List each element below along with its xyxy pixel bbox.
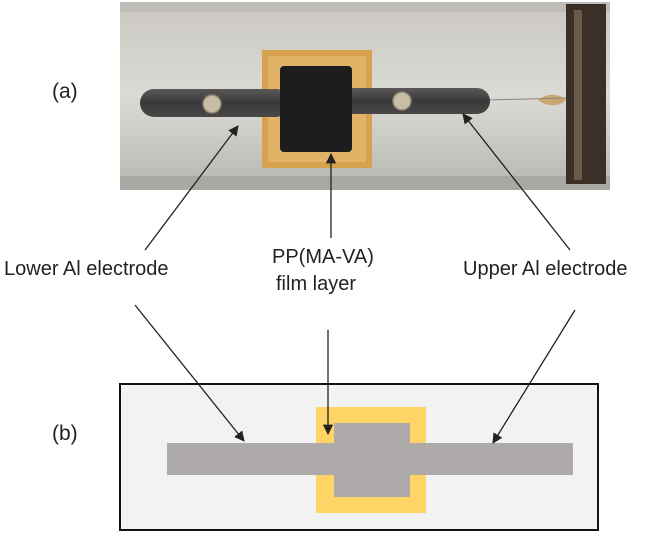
lower-electrode-label: Lower Al electrode [4, 258, 169, 280]
photo-glass-bottom-edge [120, 176, 610, 190]
photo-glue-dot-left [202, 94, 222, 114]
photo-glass-top-edge [120, 2, 610, 12]
upper-electrode-label: Upper Al electrode [463, 258, 628, 280]
photo-upper-strip [340, 88, 490, 114]
photo-glue-dot-right [392, 91, 412, 111]
photo-right-tab [566, 4, 606, 184]
arrow-upper-electrode-b [492, 309, 576, 444]
schematic-panel [119, 383, 599, 531]
photo-wire [485, 97, 567, 101]
film-layer-label-line1: PP(MA-VA) [272, 246, 374, 268]
arrow-lower-electrode-a [144, 125, 239, 251]
photo-wire-glue [538, 94, 566, 106]
arrow-upper-electrode-a [462, 113, 571, 251]
film-layer-label-line2: film layer [276, 273, 356, 295]
photo-central-square [280, 66, 352, 152]
panel-label-a: (a) [52, 80, 78, 103]
arrow-lower-electrode-b [134, 304, 245, 442]
photo-panel [120, 2, 610, 190]
panel-label-b: (b) [52, 422, 78, 445]
photo-right-tab-sheen [574, 10, 582, 180]
schematic-lower-plate [334, 423, 410, 497]
